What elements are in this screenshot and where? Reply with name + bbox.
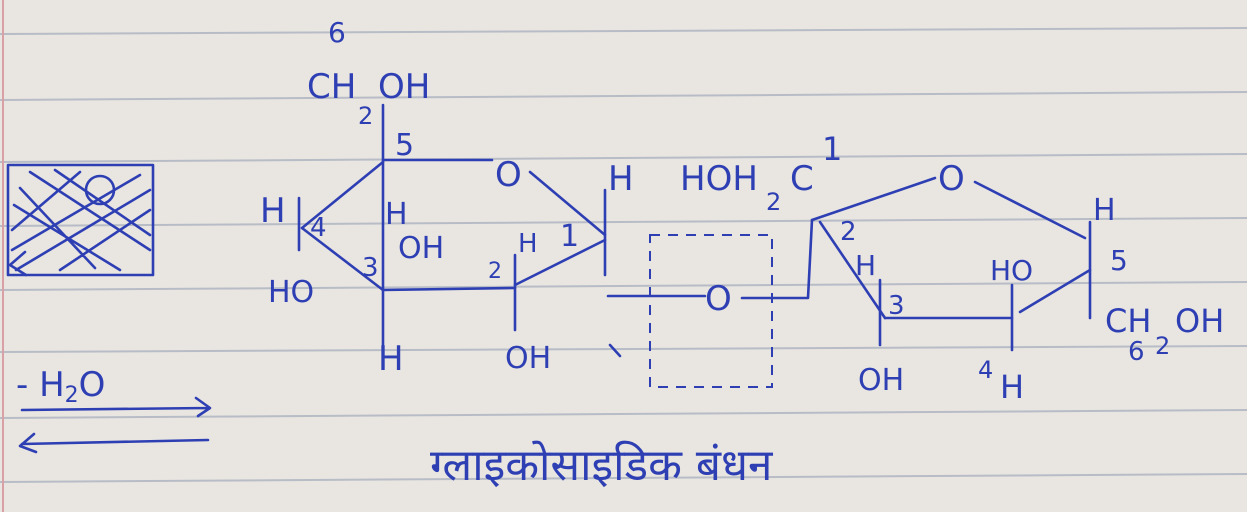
fructose-c1-number: 1 [822, 130, 842, 168]
glucose-c4-number: 4 [310, 213, 327, 243]
glycosidic-bond-caption: ग्लाइकोसाइडिक बंधन [430, 440, 774, 491]
stray-mark [608, 343, 622, 358]
fructose-c2-number: 2 [840, 217, 857, 247]
c3-c2-bond [818, 220, 887, 320]
fructose-c3-oh: OH [858, 363, 904, 398]
water-removal-box [649, 234, 773, 388]
c4-c5-bond [300, 160, 385, 230]
rule-line [0, 27, 1247, 35]
glucose-c1-number: 1 [560, 219, 579, 254]
scribble-circle [84, 174, 116, 206]
c5-c4-bond [1018, 268, 1092, 314]
rule-line [0, 217, 1247, 227]
fructose-ring-oxygen: O [938, 159, 965, 199]
rule-line [0, 91, 1247, 101]
fructose-c4-number: 4 [978, 356, 993, 384]
glucose-c5-h: H [385, 197, 408, 232]
o-c1-bond [528, 170, 607, 237]
glucose-c4-h: H [260, 191, 286, 231]
fructose-c5-h: H [1093, 193, 1116, 228]
glucose-ring-labels: 6 CH2OH 5 O H H 4 H OH 3 H 2 1 HO H OH [260, 16, 634, 379]
glucose-ring-bonds [297, 103, 607, 347]
fructose-ch2oh-label: CH2OH [1105, 302, 1224, 360]
glucose-c2-number: 2 [488, 259, 502, 284]
c3-c4-bond [300, 226, 385, 292]
ruled-lines [0, 27, 1247, 483]
glucose-c1-h: H [608, 159, 634, 199]
glucose-c3-oh: OH [398, 231, 444, 266]
scribble-arrowhead [8, 250, 28, 277]
rule-line [0, 153, 1247, 163]
glucose-c5-number: 5 [395, 128, 414, 163]
glycosidic-linkage-bonds [606, 218, 814, 300]
fructose-c2-h: H [855, 249, 876, 282]
glucose-c2-oh: OH [505, 341, 551, 376]
o-c5-bond [973, 180, 1087, 240]
glucose-c6-number: 6 [328, 16, 346, 49]
glucose-c3-h: H [378, 339, 404, 379]
fructose-c5-number: 5 [1110, 244, 1128, 277]
c2-c3-bond [381, 286, 517, 292]
c2-o-bond [810, 176, 937, 222]
scribble-frame [6, 163, 155, 277]
glucose-c4-ho: HO [268, 275, 314, 310]
glucose-ch2oh-label: CH2OH [307, 67, 430, 130]
reaction-arrows [18, 396, 212, 454]
c1-c2-bond [513, 238, 607, 287]
fructose-c4-h: H [1000, 368, 1024, 406]
water-loss-label: - H2O [16, 365, 105, 408]
glucose-ring-oxygen: O [495, 155, 522, 195]
fructose-c3-number: 3 [888, 291, 905, 321]
forward-arrow [20, 396, 212, 418]
rule-line [0, 281, 1247, 291]
bridge-to-fructose-bond [740, 218, 814, 300]
fructose-hoh2c-label: HOH2C [680, 159, 814, 216]
fructose-ring-labels: HOH2C 1 O H 2 H 3 HO 5 CH2OH 6 OH 4 H [680, 130, 1224, 406]
glucose-c3-number: 3 [362, 253, 379, 283]
fructose-ring-bonds [810, 176, 1092, 352]
fructose-c6-number: 6 [1128, 337, 1145, 367]
bridge-oxygen: O [705, 279, 732, 319]
glucose-c2-h: H [518, 229, 538, 259]
scribbled-box [6, 163, 155, 277]
rule-line [0, 473, 1247, 483]
rule-line [0, 345, 1247, 353]
reverse-arrow [18, 432, 210, 454]
rule-line [0, 409, 1247, 419]
fructose-c4-ho: HO [990, 254, 1033, 287]
